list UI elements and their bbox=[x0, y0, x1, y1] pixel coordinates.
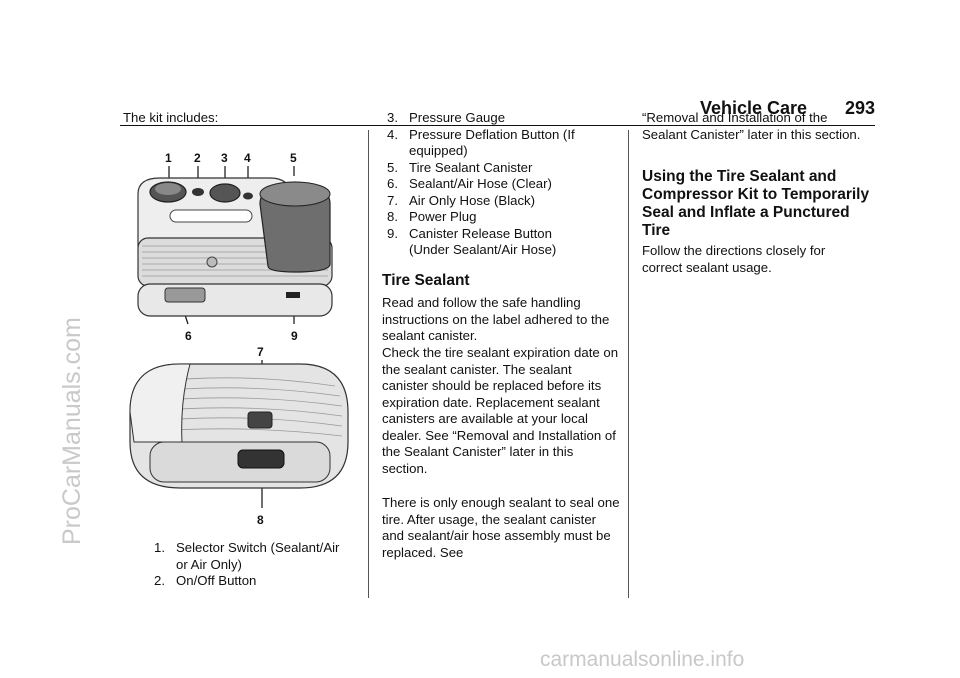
list-col1: 1.Selector Switch (Sealant/Air or Air On… bbox=[154, 540, 354, 590]
callout-1: 1 bbox=[165, 151, 172, 165]
list-item: 6.Sealant/Air Hose (Clear) bbox=[387, 176, 552, 191]
section-title: Vehicle Care bbox=[700, 98, 808, 118]
paragraph-one-tire: There is only enough sealant to seal one… bbox=[382, 495, 620, 560]
bottom-watermark: carmanualsonline.info bbox=[540, 648, 745, 671]
list-item: 4.Pressure Deflation Button (If equipped… bbox=[387, 126, 575, 159]
callout-9: 9 bbox=[291, 329, 298, 342]
compressor-kit-back-illustration: 7 8 bbox=[129, 345, 349, 527]
list-col2: 3.Pressure Gauge 4.Pressure Deflation Bu… bbox=[387, 110, 607, 259]
page-number: 293 bbox=[845, 98, 876, 118]
heading-tire-sealant: Tire Sealant bbox=[382, 272, 470, 289]
paragraph-continued: “Removal and Installation of the Sealant… bbox=[642, 110, 861, 142]
list-item: 2.On/Off Button bbox=[154, 573, 257, 588]
paragraph-safe-handling: Read and follow the safe handling instru… bbox=[382, 295, 610, 343]
list-item: 1.Selector Switch (Sealant/Air or Air On… bbox=[154, 540, 340, 572]
callout-2: 2 bbox=[194, 151, 201, 165]
list-item: 8.Power Plug bbox=[387, 209, 477, 224]
callout-5: 5 bbox=[290, 151, 297, 165]
heading-using-kit: Using the Tire Sealant and Compressor Ki… bbox=[642, 168, 870, 239]
column-divider-2 bbox=[628, 130, 629, 598]
callout-7: 7 bbox=[257, 345, 264, 359]
column-divider-1 bbox=[368, 130, 369, 598]
list-item: 7.Air Only Hose (Black) bbox=[387, 192, 536, 208]
header-rule bbox=[120, 125, 875, 126]
callout-6: 6 bbox=[185, 329, 192, 342]
list-item: 9.Canister Release Button (Under Sealant… bbox=[387, 225, 557, 258]
callout-3: 3 bbox=[221, 151, 228, 165]
compressor-kit-front-illustration: 1 2 3 4 5 6 9 bbox=[137, 151, 333, 342]
callout-4: 4 bbox=[244, 151, 251, 165]
list-item: 5.Tire Sealant Canister bbox=[387, 159, 533, 175]
callout-8: 8 bbox=[257, 513, 264, 527]
paragraph-follow-directions: Follow the directions closely for correc… bbox=[642, 243, 826, 275]
side-watermark: ProCarManuals.com bbox=[58, 317, 86, 545]
paragraph-expiration: Check the tire sealant expiration date o… bbox=[382, 345, 619, 476]
kit-intro: The kit includes: bbox=[123, 110, 219, 125]
list-item: 3.Pressure Gauge bbox=[387, 110, 506, 125]
